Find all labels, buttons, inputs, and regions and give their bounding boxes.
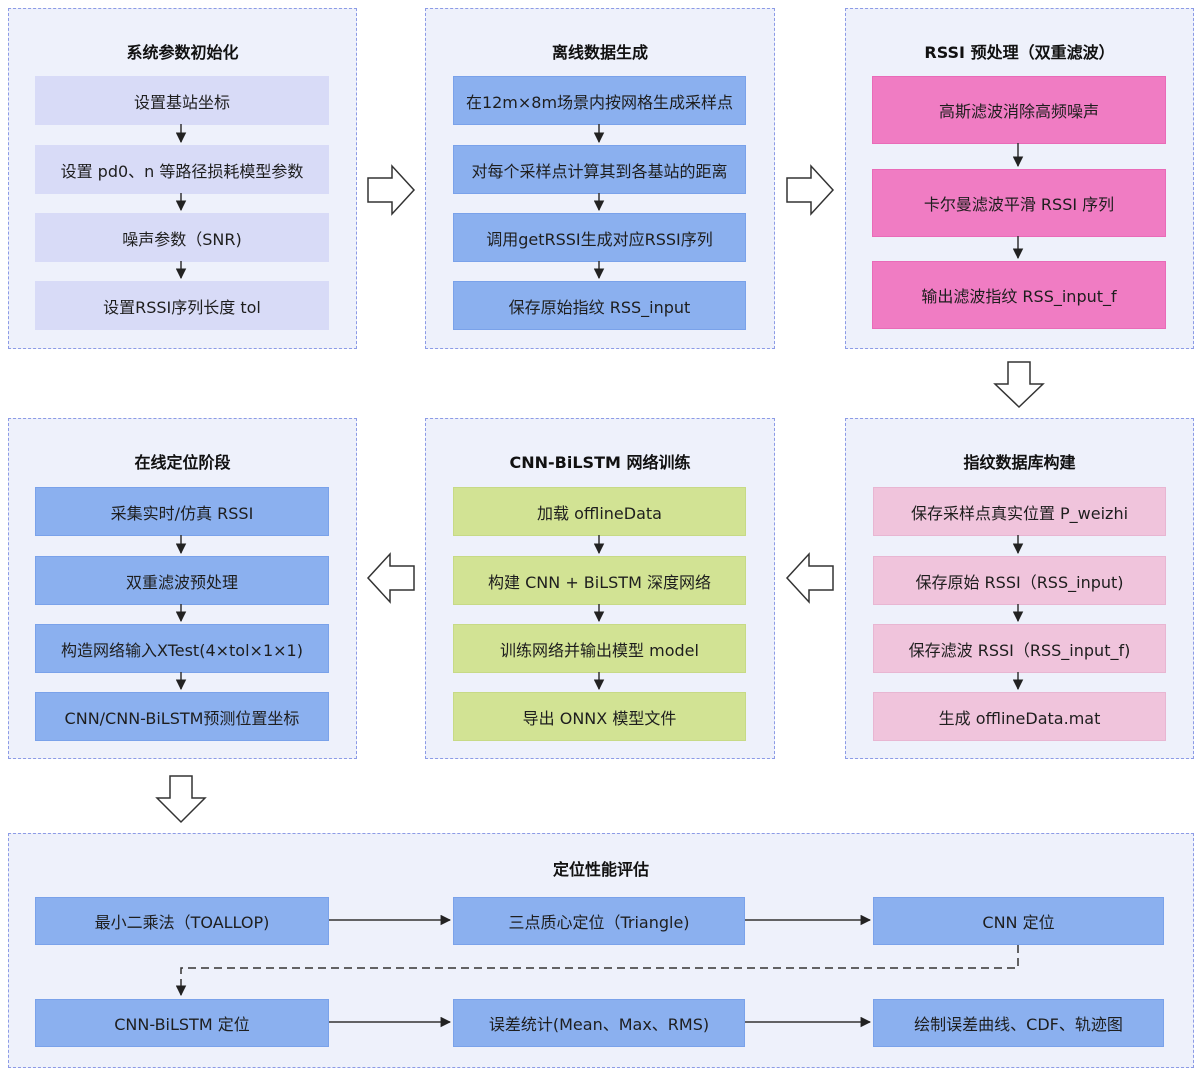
hollow-arrow-left-1 — [785, 552, 834, 604]
step-save-true-position: 保存采样点真实位置 P_weizhi — [873, 487, 1166, 536]
hollow-arrow-down-2 — [155, 775, 207, 824]
step-noise-params: 噪声参数（SNR) — [35, 213, 329, 262]
panel-evaluation: 定位性能评估 最小二乘法（TOALLOP) 三点质心定位（Triangle) C… — [8, 833, 1194, 1068]
step-least-squares: 最小二乘法（TOALLOP) — [35, 897, 329, 945]
step-gaussian-filter: 高斯滤波消除高频噪声 — [872, 76, 1166, 144]
panel-fingerprint-db: 指纹数据库构建 保存采样点真实位置 P_weizhi 保存原始 RSSI（RSS… — [845, 418, 1194, 759]
step-error-statistics: 误差统计(Mean、Max、RMS) — [453, 999, 745, 1047]
step-call-getrssi: 调用getRSSI生成对应RSSI序列 — [453, 213, 746, 262]
panel-title: RSSI 预处理（双重滤波） — [924, 43, 1115, 62]
panel-cnn-training: CNN-BiLSTM 网络训练 加载 offlineData 构建 CNN + … — [425, 418, 775, 759]
step-set-rssi-length: 设置RSSI序列长度 tol — [35, 281, 329, 330]
step-set-base-station-coords: 设置基站坐标 — [35, 76, 329, 125]
step-train-network: 训练网络并输出模型 model — [453, 624, 746, 673]
hollow-arrow-right-2 — [786, 164, 835, 216]
step-double-filter: 双重滤波预处理 — [35, 556, 329, 605]
step-triangle-centroid: 三点质心定位（Triangle) — [453, 897, 745, 945]
step-save-raw-rssi: 保存原始 RSSI（RSS_input) — [873, 556, 1166, 605]
step-build-network: 构建 CNN + BiLSTM 深度网络 — [453, 556, 746, 605]
step-compute-distances: 对每个采样点计算其到各基站的距离 — [453, 145, 746, 194]
step-save-raw-fingerprint: 保存原始指纹 RSS_input — [453, 281, 746, 330]
panel-title: 在线定位阶段 — [134, 453, 231, 472]
step-collect-rssi: 采集实时/仿真 RSSI — [35, 487, 329, 536]
hollow-arrow-left-2 — [366, 552, 415, 604]
step-output-filtered-fingerprint: 输出滤波指纹 RSS_input_f — [872, 261, 1166, 329]
panel-title: 离线数据生成 — [551, 43, 648, 62]
hollow-arrow-right-1 — [367, 164, 416, 216]
step-kalman-filter: 卡尔曼滤波平滑 RSSI 序列 — [872, 169, 1166, 237]
step-plot-error-curves: 绘制误差曲线、CDF、轨迹图 — [873, 999, 1164, 1047]
step-predict-position: CNN/CNN-BiLSTM预测位置坐标 — [35, 692, 329, 741]
panel-rssi-preprocess: RSSI 预处理（双重滤波） 高斯滤波消除高频噪声 卡尔曼滤波平滑 RSSI 序… — [845, 8, 1194, 349]
step-generate-offline-mat: 生成 offlineData.mat — [873, 692, 1166, 741]
step-generate-sample-points: 在12m×8m场景内按网格生成采样点 — [453, 76, 746, 125]
step-set-path-loss-params: 设置 pd0、n 等路径损耗模型参数 — [35, 145, 329, 194]
panel-online-positioning: 在线定位阶段 采集实时/仿真 RSSI 双重滤波预处理 构造网络输入XTest(… — [8, 418, 357, 759]
panel-offline-data: 离线数据生成 在12m×8m场景内按网格生成采样点 对每个采样点计算其到各基站的… — [425, 8, 775, 349]
step-cnn-positioning: CNN 定位 — [873, 897, 1164, 945]
step-save-filtered-rssi: 保存滤波 RSSI（RSS_input_f) — [873, 624, 1166, 673]
step-load-offline-data: 加载 offlineData — [453, 487, 746, 536]
step-cnn-bilstm-positioning: CNN-BiLSTM 定位 — [35, 999, 329, 1047]
panel-title: CNN-BiLSTM 网络训练 — [509, 453, 691, 472]
hollow-arrow-down-1 — [993, 361, 1045, 409]
panel-title: 系统参数初始化 — [126, 43, 239, 62]
panel-system-params: 系统参数初始化 设置基站坐标 设置 pd0、n 等路径损耗模型参数 噪声参数（S… — [8, 8, 357, 349]
step-export-onnx: 导出 ONNX 模型文件 — [453, 692, 746, 741]
panel-title: 定位性能评估 — [552, 860, 649, 879]
panel-title: 指纹数据库构建 — [963, 453, 1076, 472]
step-build-xtest: 构造网络输入XTest(4×tol×1×1) — [35, 624, 329, 673]
